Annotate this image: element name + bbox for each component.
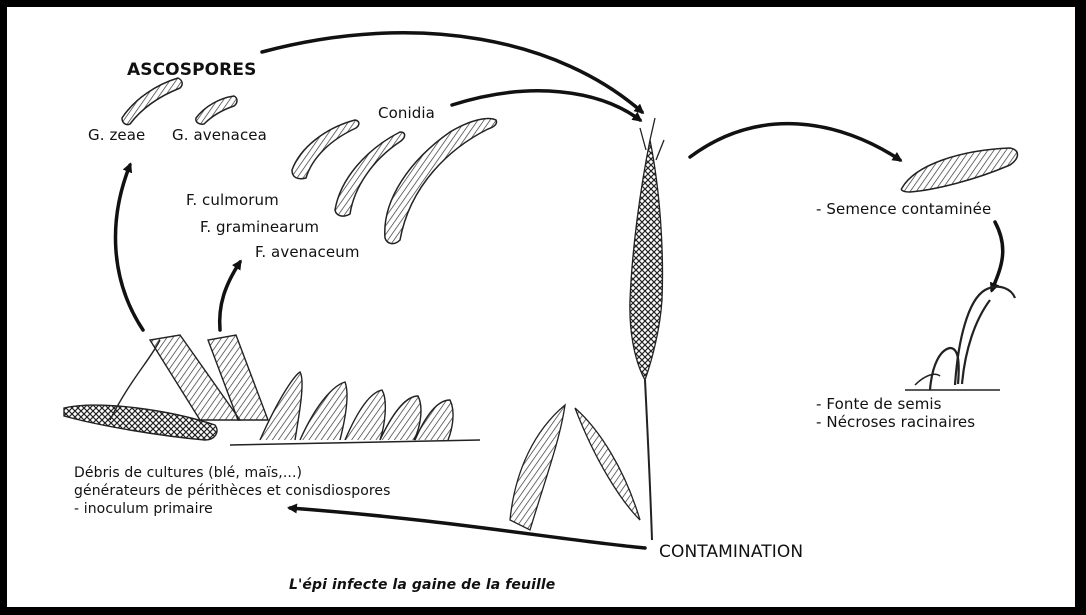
g-avenacea-label: G. avenacea: [172, 126, 267, 144]
semence-label: - Semence contaminée: [816, 200, 991, 218]
contamination-label: CONTAMINATION: [659, 542, 803, 562]
f-avenaceum-label: F. avenaceum: [255, 243, 360, 261]
wheat-ear-icon: [510, 118, 664, 540]
arrow-seed-to-seedling: [992, 222, 1003, 290]
caption: L'épi infecte la gaine de la feuille: [289, 577, 555, 593]
seed-icon: [901, 148, 1017, 192]
fonte-label: - Fonte de semis: [816, 395, 942, 413]
debris-line-1: Débris de cultures (blé, maïs,...): [74, 464, 302, 482]
conidium-icon: [292, 119, 497, 244]
necroses-label: - Nécroses racinaires: [816, 413, 975, 431]
arrow-conidia-to-ear: [452, 91, 640, 120]
ascospores-heading: ASCOSPORES: [127, 60, 256, 80]
ascospore-icon: [122, 78, 237, 125]
g-zeae-label: G. zeae: [88, 126, 145, 144]
arrow-contamination-to-debris: [290, 508, 645, 548]
arrow-debris-to-conidia: [220, 262, 240, 330]
debris-line-3: - inoculum primaire: [74, 500, 213, 518]
arrow-ascospores-to-ear: [262, 33, 642, 112]
arrow-debris-to-ascospores: [115, 165, 143, 330]
f-culmorum-label: F. culmorum: [186, 191, 279, 209]
f-graminearum-label: F. graminearum: [200, 218, 319, 236]
arrow-ear-to-seed: [690, 124, 900, 160]
crop-debris-icon: [64, 335, 480, 445]
seedling-icon: [905, 287, 1015, 390]
debris-line-2: générateurs de périthèces et conisdiospo…: [74, 482, 391, 500]
conidia-label: Conidia: [378, 104, 435, 122]
